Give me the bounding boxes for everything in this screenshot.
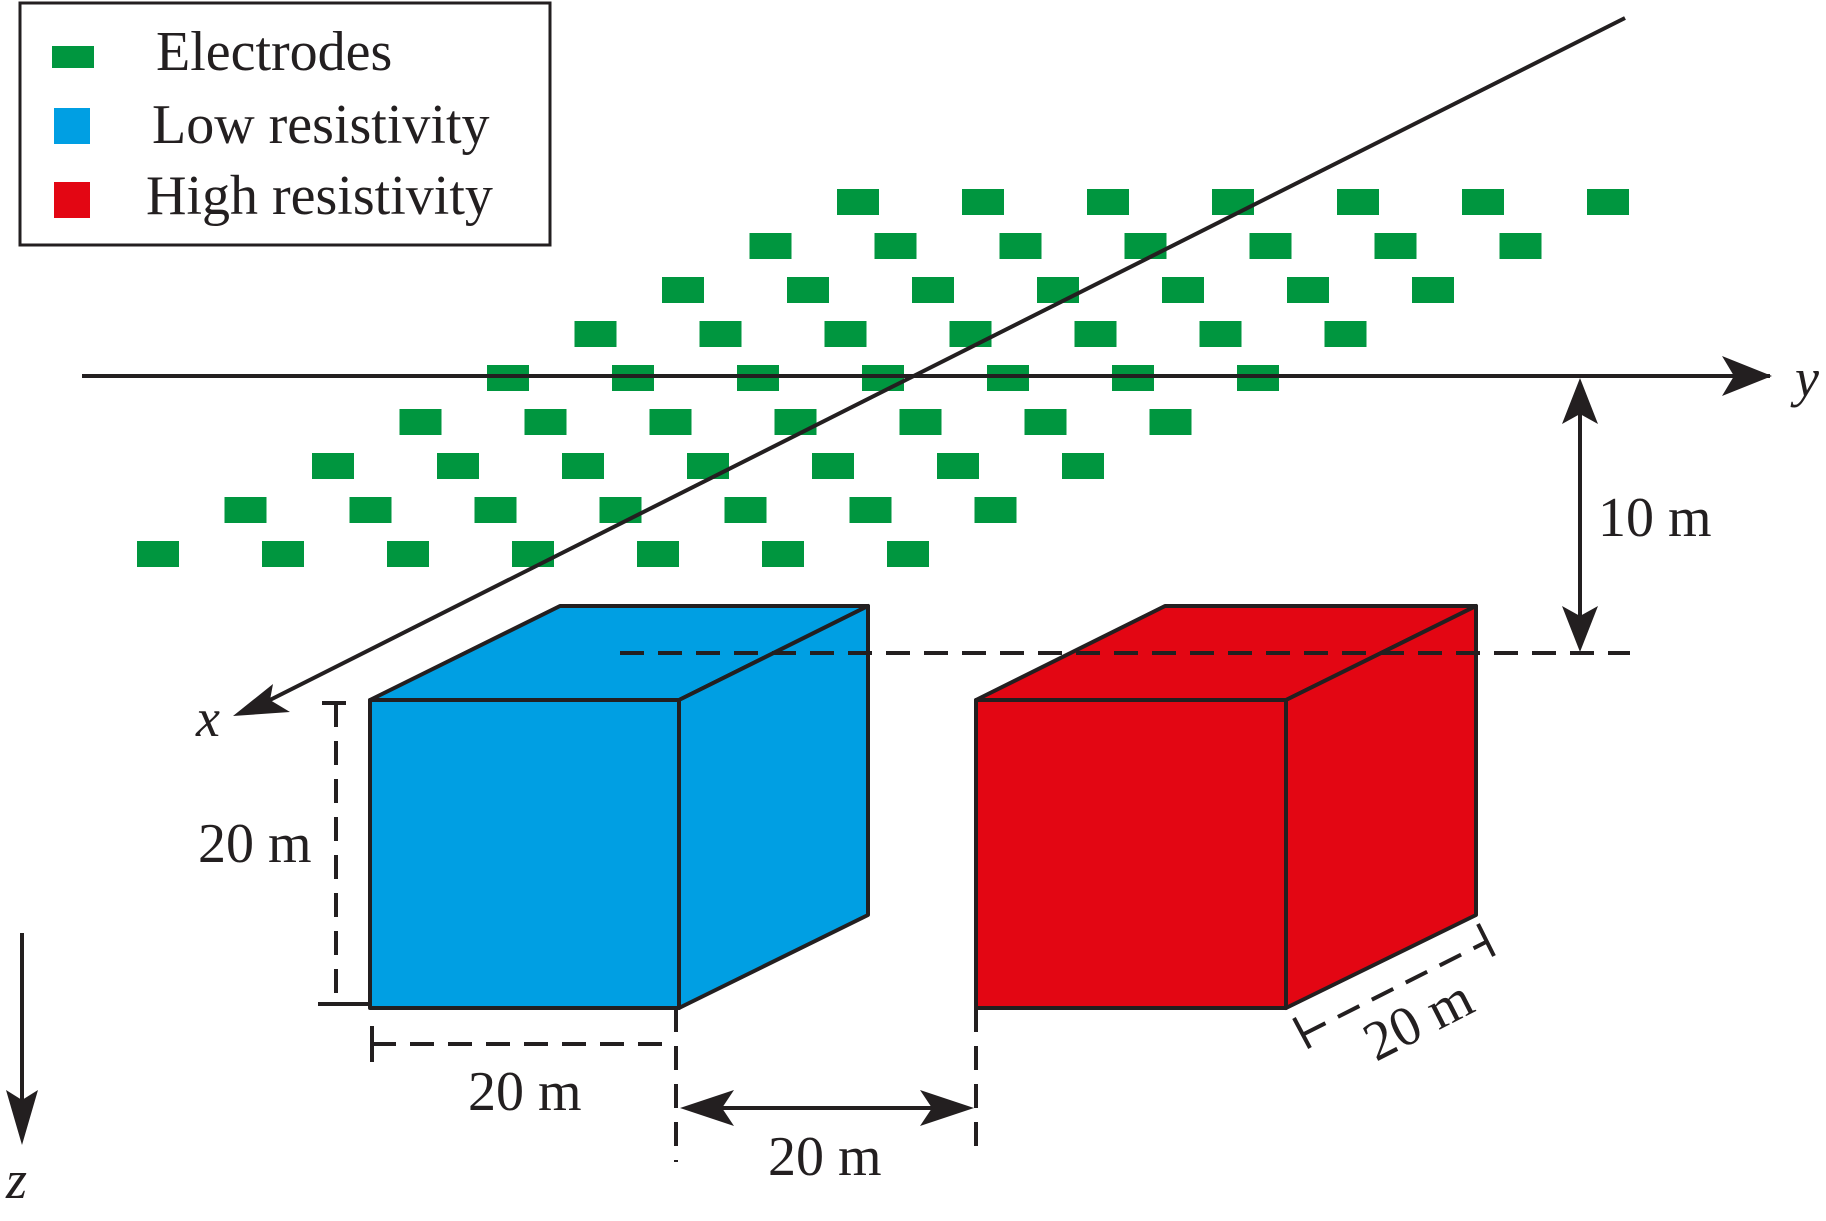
electrode bbox=[1149, 409, 1192, 435]
z-axis-label: z bbox=[5, 1150, 27, 1210]
legend: Electrodes Low resistivity High resistiv… bbox=[18, 1, 552, 247]
electrode bbox=[912, 277, 954, 303]
electrode bbox=[1124, 233, 1167, 259]
electrode bbox=[1249, 233, 1292, 259]
electrode bbox=[874, 233, 917, 259]
electrode bbox=[637, 541, 679, 567]
legend-label-low-resistivity: Low resistivity bbox=[152, 94, 490, 156]
gap-arrowhead-right bbox=[920, 1090, 974, 1126]
electrode bbox=[887, 541, 929, 567]
electrode bbox=[474, 497, 517, 523]
legend-label-electrodes: Electrodes bbox=[156, 21, 392, 83]
electrode bbox=[137, 541, 179, 567]
width-label: 20 m bbox=[468, 1061, 582, 1123]
length-label: 20 m bbox=[1354, 967, 1483, 1074]
high-resistivity-block bbox=[974, 604, 1478, 1010]
electrode bbox=[974, 497, 1017, 523]
x-axis-arrowhead bbox=[233, 684, 290, 716]
electrode bbox=[999, 233, 1042, 259]
electrode bbox=[1324, 321, 1367, 347]
electrode bbox=[774, 409, 817, 435]
electrode bbox=[824, 321, 867, 347]
legend-swatch-high-resistivity bbox=[54, 182, 90, 218]
electrode bbox=[1499, 233, 1542, 259]
electrode bbox=[649, 409, 692, 435]
electrode bbox=[699, 321, 742, 347]
electrode bbox=[512, 541, 554, 567]
electrode bbox=[662, 277, 704, 303]
height-label: 20 m bbox=[198, 813, 312, 875]
electrode bbox=[1374, 233, 1417, 259]
electrode bbox=[349, 497, 392, 523]
x-axis-label: x bbox=[195, 688, 220, 748]
electrode bbox=[1287, 277, 1329, 303]
electrode bbox=[562, 453, 604, 479]
electrode bbox=[524, 409, 567, 435]
width-dimension bbox=[370, 1008, 678, 1162]
electrode bbox=[224, 497, 267, 523]
y-axis-label: y bbox=[1790, 348, 1819, 408]
electrode bbox=[837, 189, 879, 215]
depth-arrowhead-top bbox=[1562, 378, 1598, 424]
electrode bbox=[1412, 277, 1454, 303]
electrode bbox=[399, 409, 442, 435]
electrode bbox=[899, 409, 942, 435]
electrode bbox=[1462, 189, 1504, 215]
legend-swatch-electrodes bbox=[52, 46, 94, 68]
electrode bbox=[437, 453, 479, 479]
legend-box bbox=[18, 1, 552, 247]
y-axis-arrowhead bbox=[1722, 356, 1772, 396]
depth-arrowhead-bottom bbox=[1562, 606, 1598, 652]
electrode bbox=[1024, 409, 1067, 435]
electrode bbox=[262, 541, 304, 567]
electrode bbox=[762, 541, 804, 567]
electrode bbox=[1037, 277, 1079, 303]
electrode bbox=[1199, 321, 1242, 347]
gap-label: 20 m bbox=[768, 1126, 882, 1188]
electrode bbox=[1337, 189, 1379, 215]
electrode bbox=[849, 497, 892, 523]
electrode bbox=[1062, 453, 1104, 479]
low-resistivity-block bbox=[368, 604, 870, 1010]
electrode bbox=[812, 453, 854, 479]
electrode bbox=[574, 321, 617, 347]
electrode bbox=[1162, 277, 1204, 303]
low-block-front-face bbox=[368, 698, 681, 1010]
electrode bbox=[949, 321, 992, 347]
electrode bbox=[962, 189, 1004, 215]
electrode bbox=[312, 453, 354, 479]
electrode bbox=[1087, 189, 1129, 215]
electrode bbox=[724, 497, 767, 523]
high-block-front-face bbox=[974, 698, 1288, 1010]
legend-swatch-low-resistivity bbox=[54, 108, 90, 144]
electrode bbox=[1587, 189, 1629, 215]
electrode bbox=[1074, 321, 1117, 347]
electrode bbox=[599, 497, 642, 523]
legend-label-high-resistivity: High resistivity bbox=[146, 165, 493, 227]
electrode bbox=[937, 453, 979, 479]
length-dimension bbox=[1292, 923, 1496, 1049]
gap-arrowhead-left bbox=[680, 1090, 734, 1126]
electrode bbox=[787, 277, 829, 303]
electrode-grid bbox=[137, 189, 1629, 567]
x-axis-line bbox=[257, 16, 1626, 708]
height-dimension bbox=[318, 701, 370, 1006]
depth-label: 10 m bbox=[1598, 487, 1712, 549]
electrode bbox=[687, 453, 729, 479]
electrode bbox=[387, 541, 429, 567]
electrode bbox=[1212, 189, 1254, 215]
electrode bbox=[749, 233, 792, 259]
z-axis-arrowhead bbox=[6, 1090, 38, 1145]
